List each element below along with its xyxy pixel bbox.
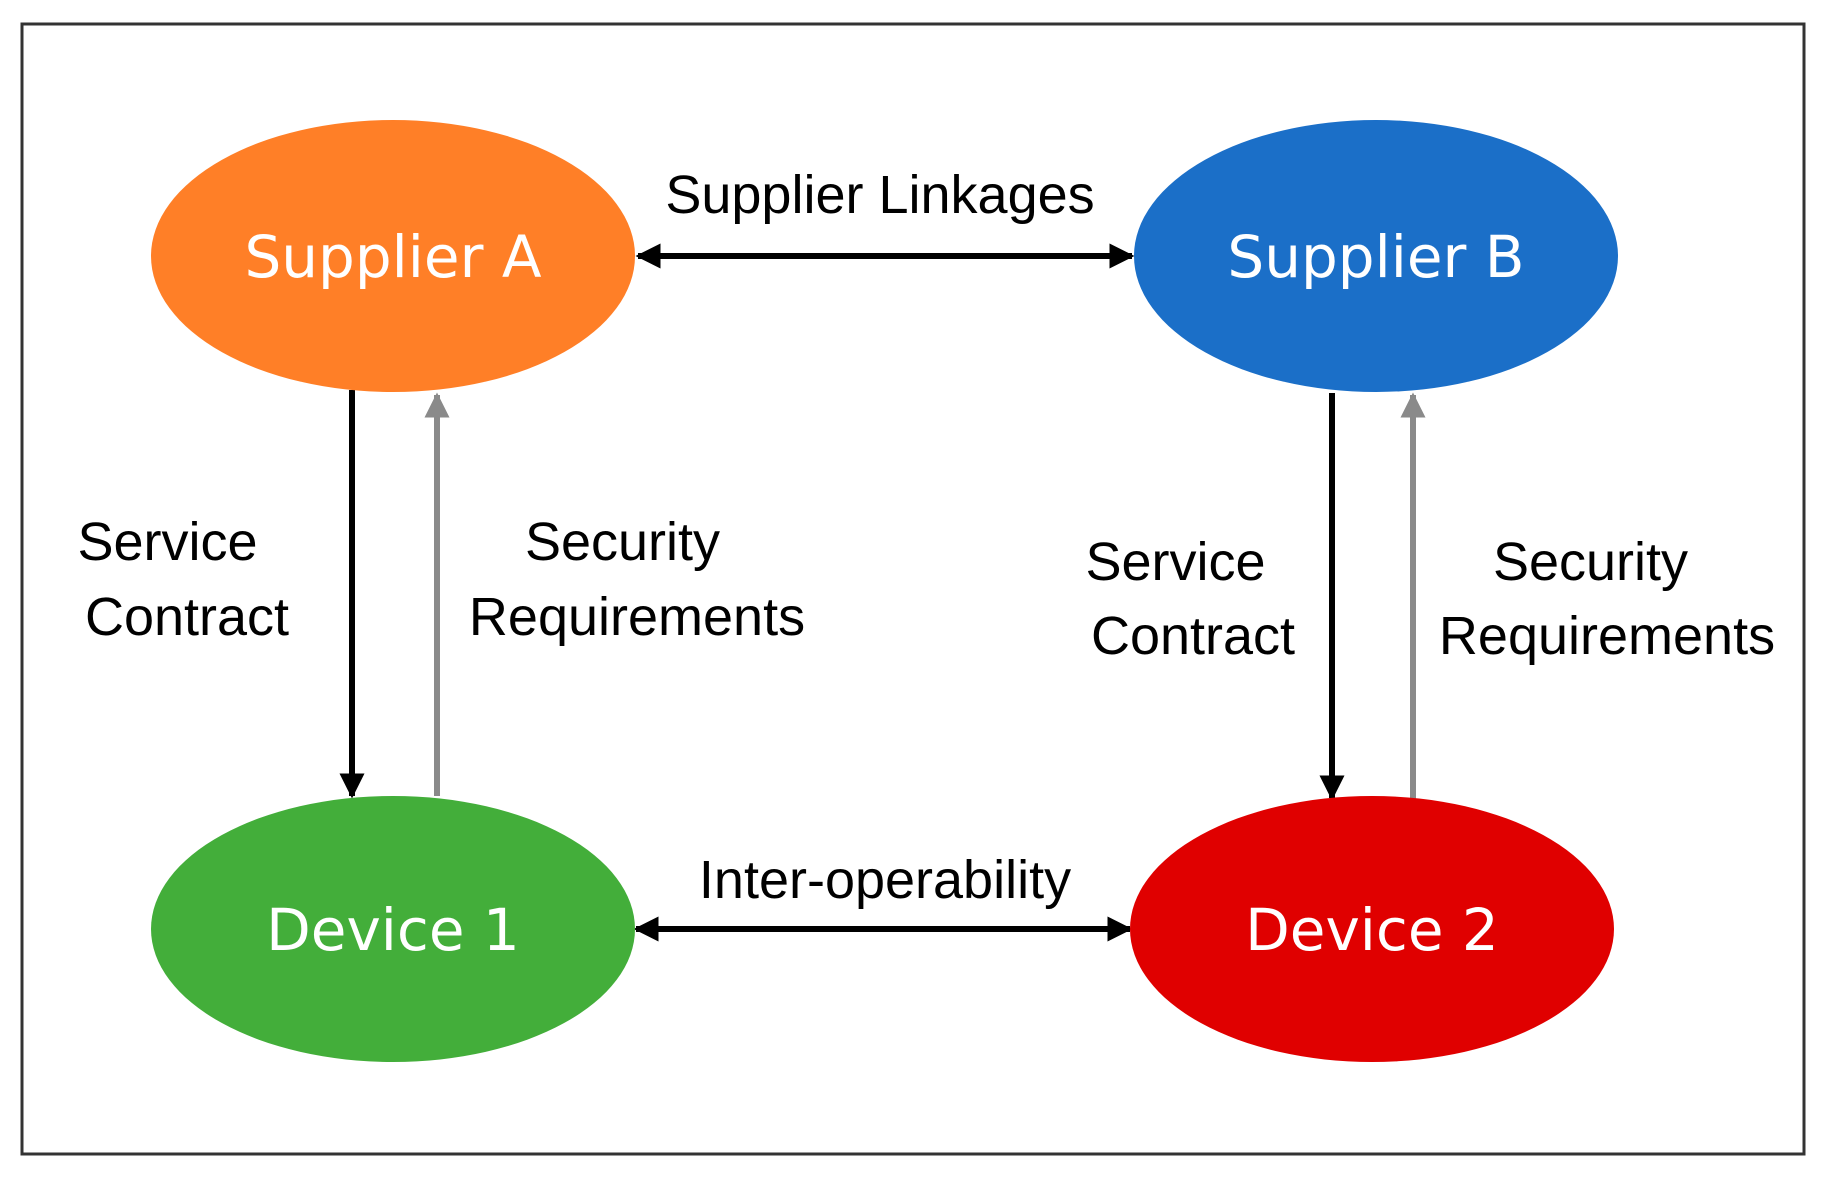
- security-requirements-label-1: Security Requirements: [469, 512, 805, 647]
- supplier-a-label: Supplier A: [244, 223, 541, 291]
- supplier-linkages-label: Supplier Linkages: [665, 165, 1094, 225]
- security-requirements-2-line1: Security: [1493, 532, 1688, 592]
- node-supplier-b: Supplier B: [1134, 120, 1618, 392]
- service-contract-label-a: Service Contract: [77, 512, 289, 647]
- supplier-a-ellipse: [151, 120, 635, 392]
- service-contract-label-b: Service Contract: [1085, 532, 1295, 666]
- device-1-label: Device 1: [266, 896, 520, 964]
- security-requirements-2-line2: Requirements: [1439, 606, 1775, 666]
- service-contract-a-line2: Contract: [85, 587, 289, 647]
- node-supplier-a: Supplier A: [151, 120, 635, 392]
- security-requirements-label-2: Security Requirements: [1439, 532, 1775, 666]
- service-contract-b-line1: Service: [1085, 532, 1265, 592]
- device-2-label: Device 2: [1245, 896, 1499, 964]
- security-requirements-1-line2: Requirements: [469, 587, 805, 647]
- supplier-b-ellipse: [1134, 120, 1618, 392]
- supplier-b-label: Supplier B: [1227, 223, 1524, 291]
- inter-operability-label: Inter-operability: [699, 850, 1071, 910]
- service-contract-b-line2: Contract: [1091, 606, 1295, 666]
- service-contract-a-line1: Service: [77, 512, 257, 572]
- node-device-1: Device 1: [151, 796, 635, 1062]
- device-2-ellipse: [1130, 796, 1614, 1062]
- node-device-2: Device 2: [1130, 796, 1614, 1062]
- security-requirements-1-line1: Security: [525, 512, 720, 572]
- device-1-ellipse: [151, 796, 635, 1062]
